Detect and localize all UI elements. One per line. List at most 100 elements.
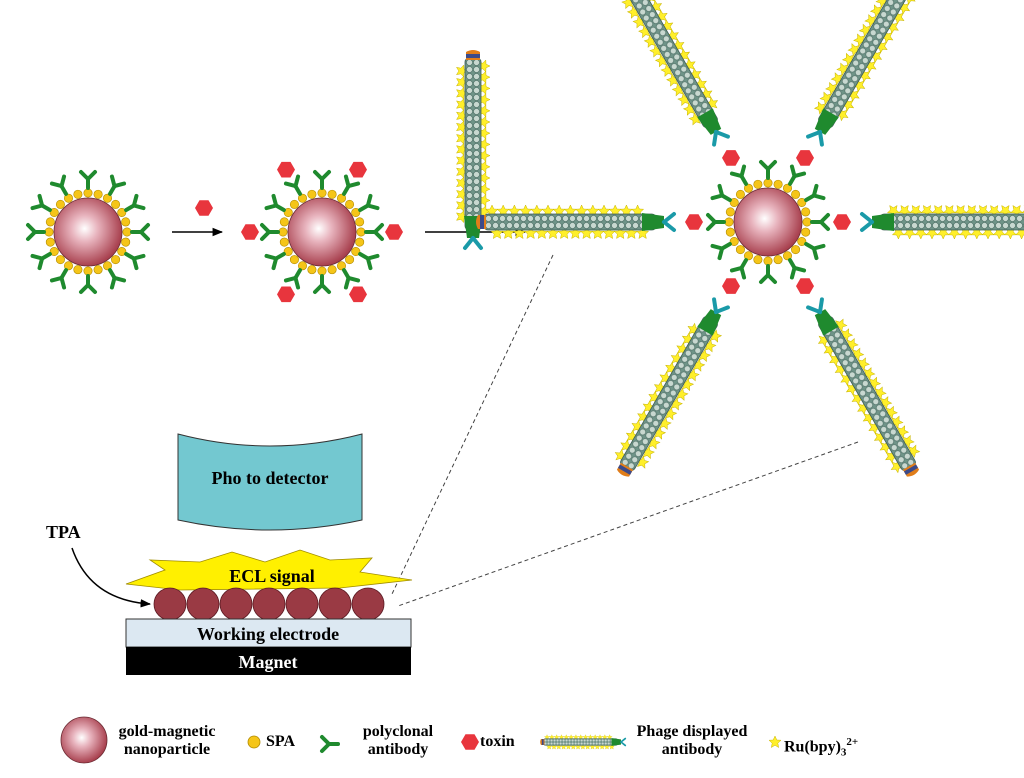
nanoparticle-conjugate-1 bbox=[26, 170, 150, 294]
toxin-icon bbox=[685, 214, 703, 230]
nanoparticle-icon bbox=[53, 197, 123, 267]
spa-icon bbox=[103, 261, 112, 271]
spa-icon bbox=[111, 255, 121, 265]
electrode-bead bbox=[285, 587, 319, 621]
legend-spa-label: SPA bbox=[266, 733, 296, 750]
spa-icon bbox=[111, 199, 121, 209]
toxin-icon bbox=[349, 286, 367, 303]
phage-icon bbox=[476, 205, 674, 239]
spa-icon bbox=[103, 193, 112, 203]
spa-icon bbox=[327, 265, 337, 275]
magnet-label: Magnet bbox=[239, 652, 298, 672]
toxin-icon bbox=[241, 224, 259, 240]
spa-icon bbox=[117, 207, 127, 217]
electrode-beads bbox=[153, 587, 385, 621]
spa-icon bbox=[289, 199, 299, 209]
spa-icon bbox=[356, 227, 366, 237]
spa-icon bbox=[63, 193, 73, 203]
electrode-bead bbox=[252, 587, 286, 621]
nanoparticle-conjugate-with-toxin bbox=[241, 161, 403, 303]
spa-icon bbox=[317, 188, 327, 198]
legend-antibody-label: polyclonal antibody bbox=[362, 723, 434, 758]
magnet bbox=[126, 647, 411, 675]
antibody-icon bbox=[260, 223, 280, 241]
spa-icon bbox=[93, 265, 103, 275]
spa-icon bbox=[55, 199, 65, 209]
legend bbox=[60, 716, 782, 764]
toxin-icon bbox=[796, 150, 814, 166]
zoom-guide-line bbox=[391, 254, 554, 595]
spa-icon bbox=[801, 227, 811, 237]
phage-icon bbox=[540, 735, 625, 749]
antibody-icon bbox=[313, 170, 331, 190]
spa-icon bbox=[337, 193, 346, 203]
spa-icon bbox=[783, 183, 792, 193]
spa-icon bbox=[297, 193, 307, 203]
spa-icon bbox=[797, 237, 807, 246]
spa-icon bbox=[724, 217, 734, 227]
ruthenium-star-icon bbox=[768, 735, 782, 748]
electrode-bead bbox=[318, 587, 352, 621]
spa-icon bbox=[337, 261, 346, 271]
nanoparticle-icon bbox=[60, 716, 108, 764]
spa-icon bbox=[122, 227, 132, 237]
legend-phage-label: Phage displayed antibody bbox=[636, 723, 748, 758]
spa-icon bbox=[73, 265, 83, 275]
photodetector: Pho to detector bbox=[177, 433, 363, 531]
spa-icon bbox=[791, 189, 801, 199]
antibody-icon bbox=[810, 213, 830, 231]
phage-icon bbox=[862, 206, 1024, 240]
electrode-bead bbox=[219, 587, 253, 621]
spa-icon bbox=[279, 217, 289, 227]
spa-icon bbox=[729, 197, 739, 207]
nanoparticle-icon bbox=[733, 187, 803, 257]
phage-icon bbox=[801, 0, 929, 149]
spa-icon bbox=[283, 207, 293, 217]
spa-icon bbox=[351, 247, 361, 256]
phage-icon bbox=[608, 0, 736, 149]
spa-icon bbox=[753, 179, 763, 189]
spa-icon bbox=[55, 255, 65, 265]
antibody-icon bbox=[364, 223, 384, 241]
spa-icon bbox=[743, 251, 753, 261]
spa-icon bbox=[45, 217, 55, 227]
spa-icon bbox=[729, 237, 739, 246]
toxin-icon bbox=[833, 214, 851, 230]
spa-icon bbox=[725, 227, 735, 237]
toxin-icon bbox=[277, 286, 295, 303]
spa-icon bbox=[278, 227, 288, 237]
spa-icon bbox=[797, 197, 807, 207]
spa-icon bbox=[355, 237, 365, 247]
antibody-icon bbox=[313, 274, 331, 294]
spa-icon bbox=[351, 207, 361, 217]
spa-icon bbox=[297, 261, 307, 271]
toxin-icon bbox=[349, 161, 367, 178]
spa-icon bbox=[307, 189, 317, 199]
spa-icon bbox=[317, 266, 327, 276]
ecl-signal-label: ECL signal bbox=[229, 566, 315, 586]
spa-icon bbox=[247, 735, 261, 749]
spa-icon bbox=[773, 179, 783, 189]
spa-icon bbox=[345, 255, 355, 265]
antibody-icon bbox=[26, 223, 46, 241]
spa-icon bbox=[44, 227, 54, 237]
spa-icon bbox=[735, 245, 745, 255]
working-electrode bbox=[125, 618, 412, 648]
spa-icon bbox=[121, 217, 131, 227]
spa-icon bbox=[725, 207, 735, 217]
toxin-icon bbox=[796, 278, 814, 294]
spa-icon bbox=[735, 189, 745, 199]
electrode-bead bbox=[186, 587, 220, 621]
spa-icon bbox=[49, 247, 59, 256]
tpa-label: TPA bbox=[46, 522, 81, 542]
spa-icon bbox=[83, 188, 93, 198]
antibody-icon bbox=[320, 735, 340, 753]
electrode-bead bbox=[351, 587, 385, 621]
spa-icon bbox=[93, 189, 103, 199]
antibody-icon bbox=[706, 213, 726, 231]
spa-icon bbox=[791, 245, 801, 255]
toxin-icon bbox=[722, 150, 740, 166]
antibody-icon bbox=[759, 264, 777, 284]
sandwich-complex bbox=[476, 0, 1024, 483]
